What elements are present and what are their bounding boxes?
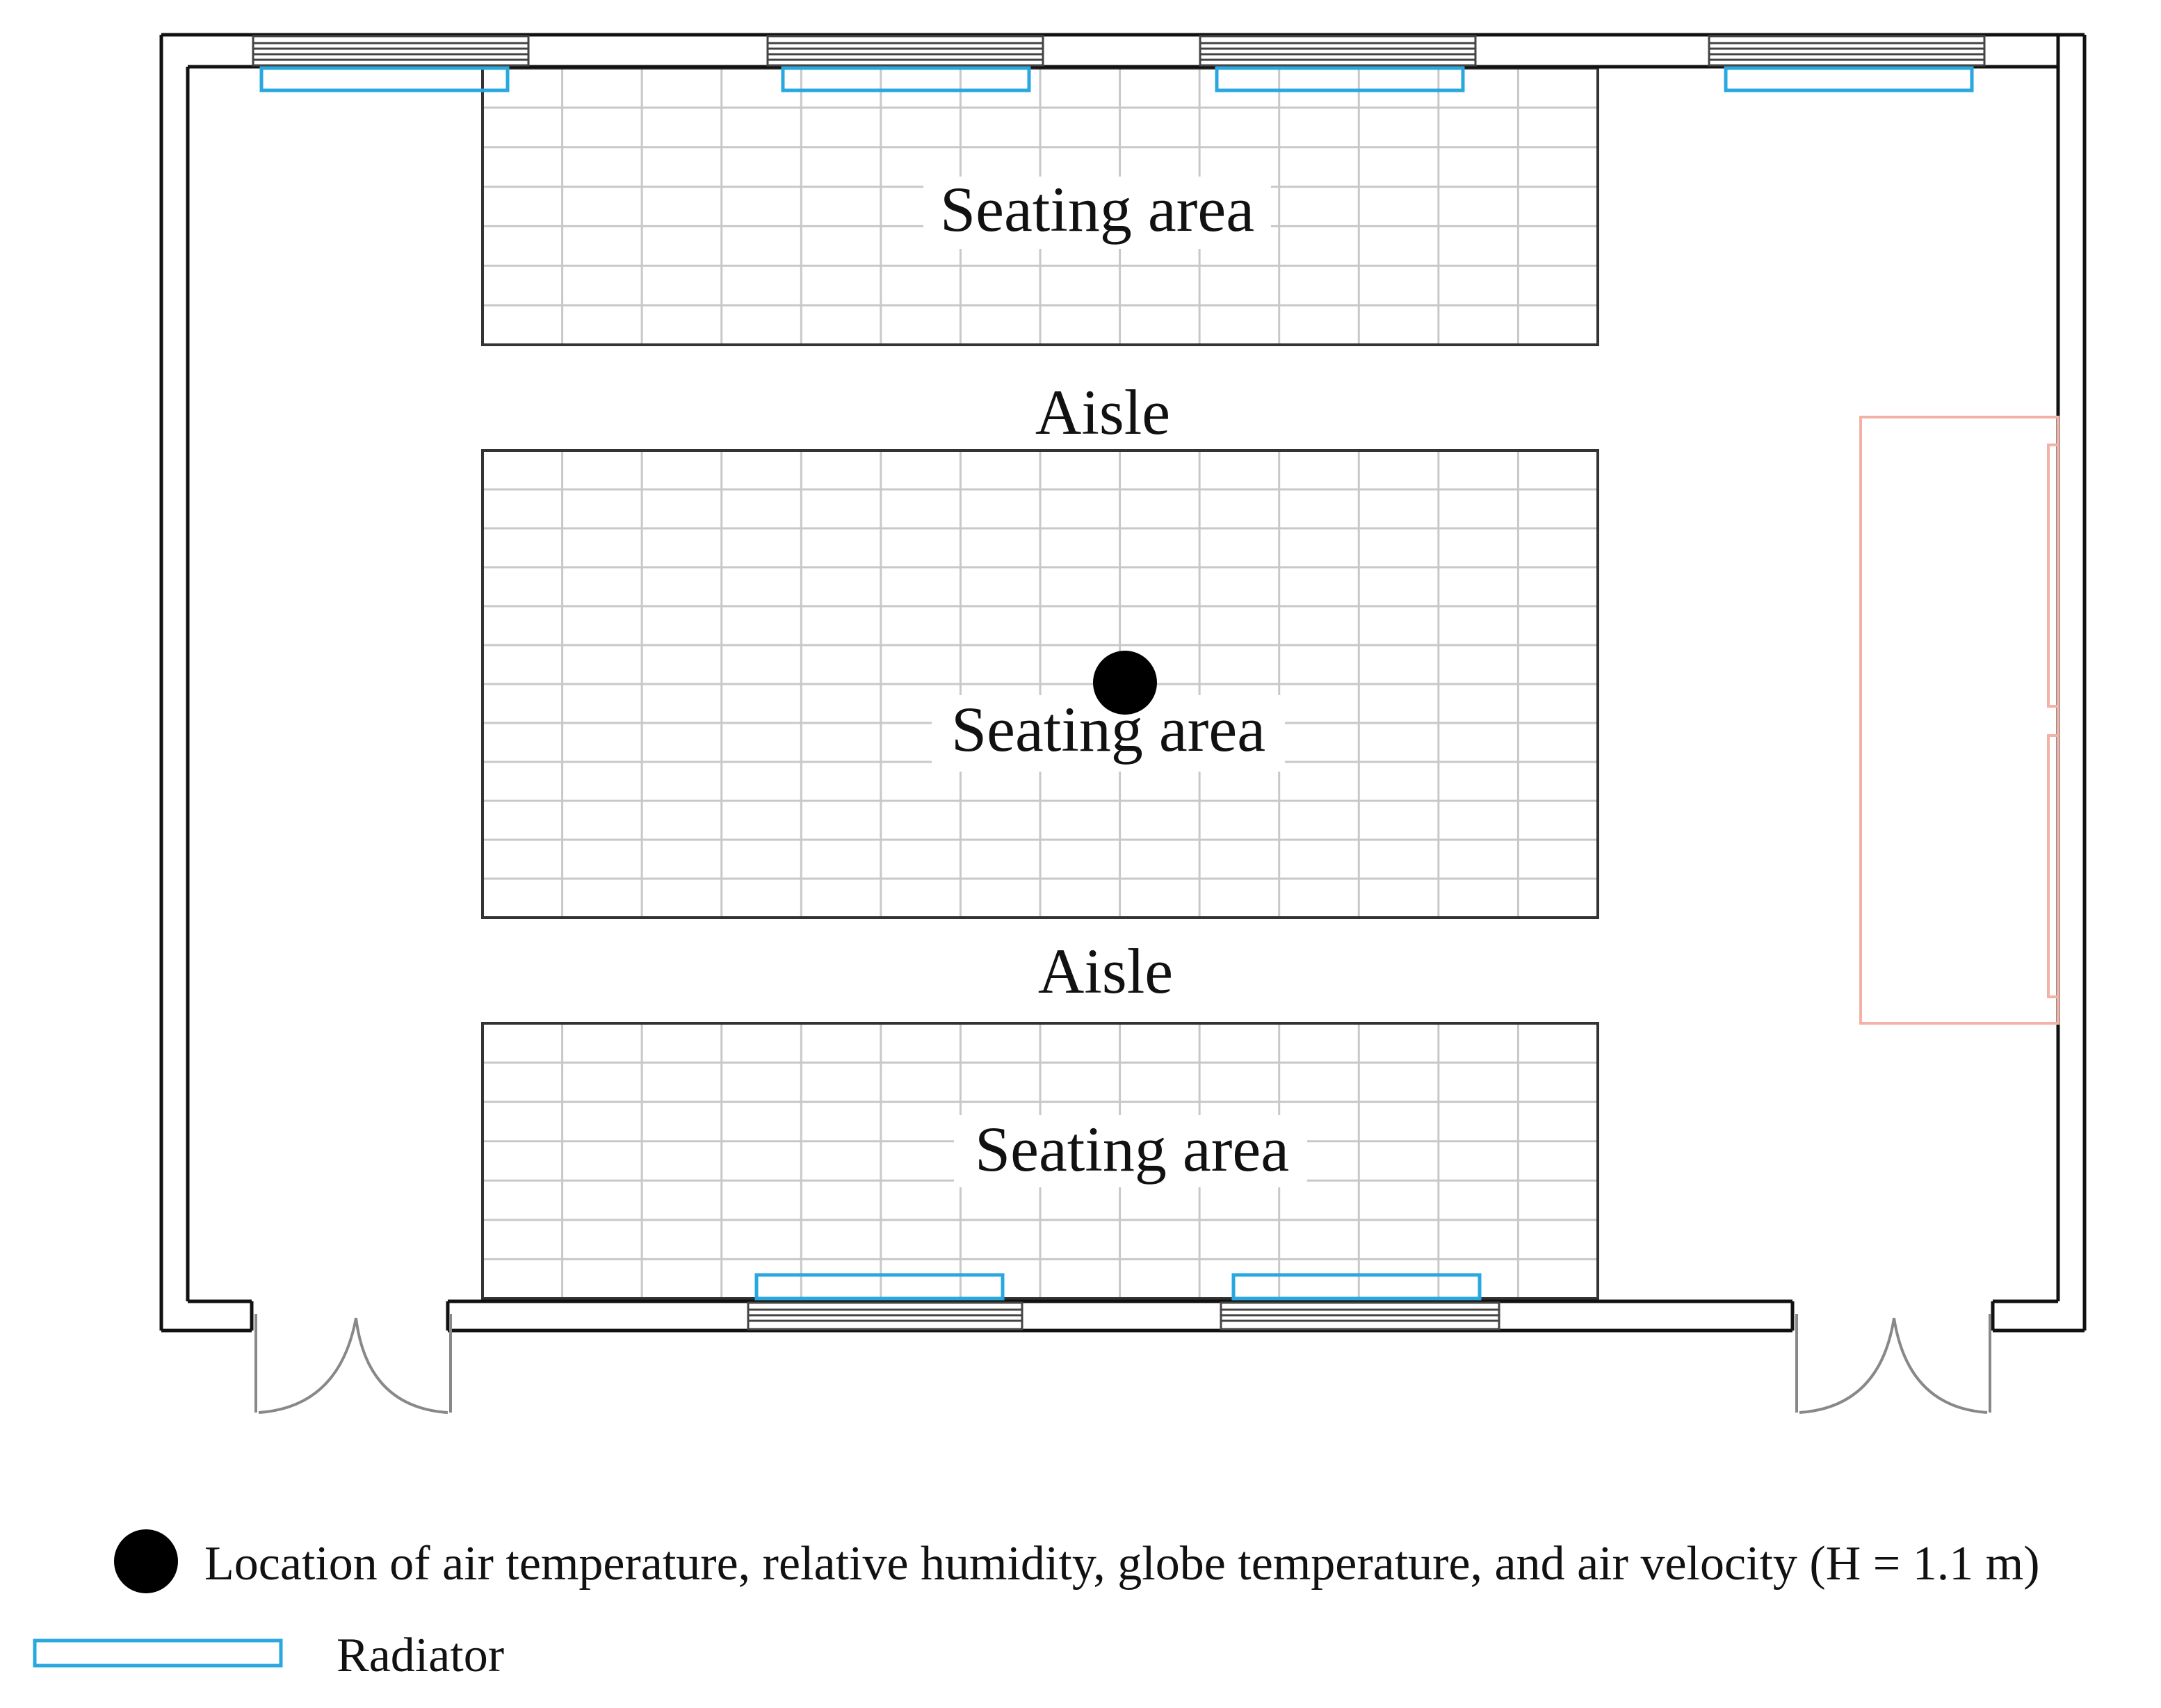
window-top-1	[252, 35, 530, 67]
door-right	[1795, 1314, 1991, 1414]
radiator-bottom-2	[1231, 1273, 1482, 1301]
window-top-4	[1708, 35, 1986, 67]
windows	[252, 35, 1986, 1331]
seating-border-bottom	[481, 1022, 1599, 1300]
legend-sensor-label: Location of air temperature, relative hu…	[204, 1537, 2040, 1591]
window-top-3	[1199, 35, 1477, 67]
radiator-top-1	[259, 66, 510, 92]
window-bottom-2	[1220, 1301, 1500, 1331]
label-seating-area-bottom: Seating area	[975, 1114, 1289, 1185]
measurement-point-marker	[1093, 651, 1157, 715]
radiators	[259, 66, 1974, 1301]
legend-radiator-symbol	[33, 1638, 283, 1668]
label-seating-area-top: Seating area	[940, 174, 1254, 245]
seating-grid-middle	[483, 450, 1598, 918]
door-left	[254, 1314, 452, 1414]
legend-sensor-symbol	[114, 1529, 178, 1593]
legend: Location of air temperature, relative hu…	[33, 1529, 2040, 1682]
radiator-bottom-1	[754, 1273, 1005, 1301]
radiator-top-3	[1215, 66, 1465, 92]
label-aisle-lower: Aisle	[1038, 936, 1173, 1007]
radiator-top-2	[781, 66, 1031, 92]
window-bottom-1	[747, 1301, 1023, 1331]
radiator-top-4	[1724, 66, 1974, 92]
seating-area-middle	[481, 449, 1599, 919]
legend-radiator-label: Radiator	[337, 1629, 504, 1682]
seating-border-middle	[481, 449, 1599, 919]
labels: Seating area Aisle Seating area Aisle Se…	[923, 174, 1307, 1187]
stage-platform	[1859, 416, 2059, 1025]
label-aisle-upper: Aisle	[1035, 377, 1170, 448]
window-top-2	[766, 35, 1044, 67]
